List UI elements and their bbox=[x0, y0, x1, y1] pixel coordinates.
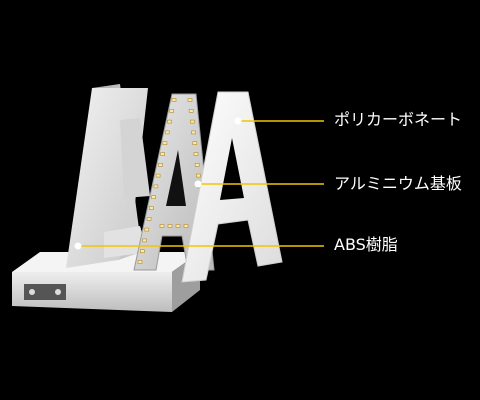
led-chip bbox=[160, 152, 165, 156]
led-chip bbox=[190, 119, 195, 124]
led-chip bbox=[188, 109, 194, 113]
leader-lines bbox=[74, 117, 324, 250]
led-chip bbox=[183, 224, 189, 228]
led-chip bbox=[149, 206, 154, 210]
led-chip bbox=[191, 130, 196, 135]
led-chip bbox=[140, 249, 145, 253]
abs-back-letter bbox=[66, 84, 150, 268]
led-chip bbox=[162, 141, 168, 145]
led-chip bbox=[193, 152, 199, 156]
led-chip bbox=[137, 260, 143, 264]
led-chip bbox=[155, 173, 161, 178]
leader-dot-polycarbonate bbox=[234, 117, 242, 125]
led-chip bbox=[196, 173, 201, 178]
led-chip bbox=[159, 224, 165, 228]
led-chip bbox=[158, 163, 163, 167]
leader-dot-abs bbox=[74, 242, 82, 250]
led-chip bbox=[192, 141, 198, 145]
led-chip bbox=[142, 238, 147, 243]
led-chip bbox=[167, 224, 173, 228]
leader-dot-aluminum bbox=[194, 180, 202, 188]
led-chip bbox=[146, 217, 152, 221]
led-chip bbox=[175, 224, 181, 228]
led-chip bbox=[167, 119, 172, 124]
led-chip bbox=[171, 98, 177, 102]
led-chip bbox=[144, 227, 150, 232]
led-chip bbox=[169, 109, 174, 113]
label-polycarbonate: ポリカーボネート bbox=[334, 110, 463, 129]
label-abs-resin: ABS樹脂 bbox=[334, 235, 398, 254]
led-chip bbox=[153, 184, 159, 189]
led-chip bbox=[194, 163, 200, 167]
led-chip bbox=[164, 130, 170, 135]
base-end-plate bbox=[24, 284, 66, 300]
led-chip bbox=[151, 195, 156, 199]
led-chip bbox=[187, 98, 193, 102]
abs-letter-counter bbox=[120, 118, 150, 198]
label-aluminum-pcb: アルミニウム基板 bbox=[334, 174, 462, 193]
